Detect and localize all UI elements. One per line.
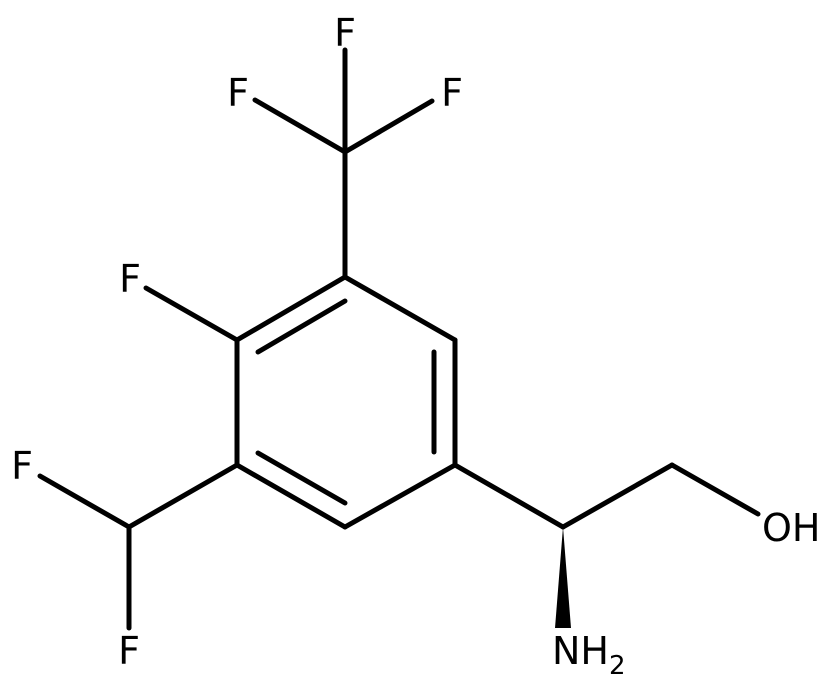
bond-ring-c4-c5-inner [255,450,348,506]
bond-ring-chiral-c [452,462,566,530]
atom-label-f-upper-left: F [227,71,249,115]
atom-label-oh: OH [762,506,820,550]
atom-label-nh: NH [552,629,609,673]
atom-label-f-ring: F [119,257,141,301]
bond-chiral-ch2 [560,462,675,530]
wedge-bond-nh2 [555,527,571,628]
bond-ring-c6-c1 [234,274,348,343]
atom-label-f-upper-right: F [441,71,463,115]
bond-cf3-f-right [342,98,435,155]
atom-label-f-chf2-bottom: F [118,629,140,673]
bond-ring-chf2 [126,462,240,530]
atom-label-f-top: F [334,11,356,55]
bond-ring-c4-c5 [234,462,348,530]
bond-cf3-f-left [252,97,348,155]
bond-ring-c3-c4 [342,462,458,530]
bond-ring-c6-c1-inner [255,298,348,355]
atom-label-nh2: NH2 [552,629,626,681]
atom-label-f-chf2-left: F [11,444,33,488]
bond-chf2-f-left [37,473,132,530]
bond-ring-c1-c2 [342,274,458,343]
atom-label-nh2-subscript: 2 [609,651,626,681]
bond-ch2-oh [669,462,761,517]
bond-ring-f [143,285,240,343]
